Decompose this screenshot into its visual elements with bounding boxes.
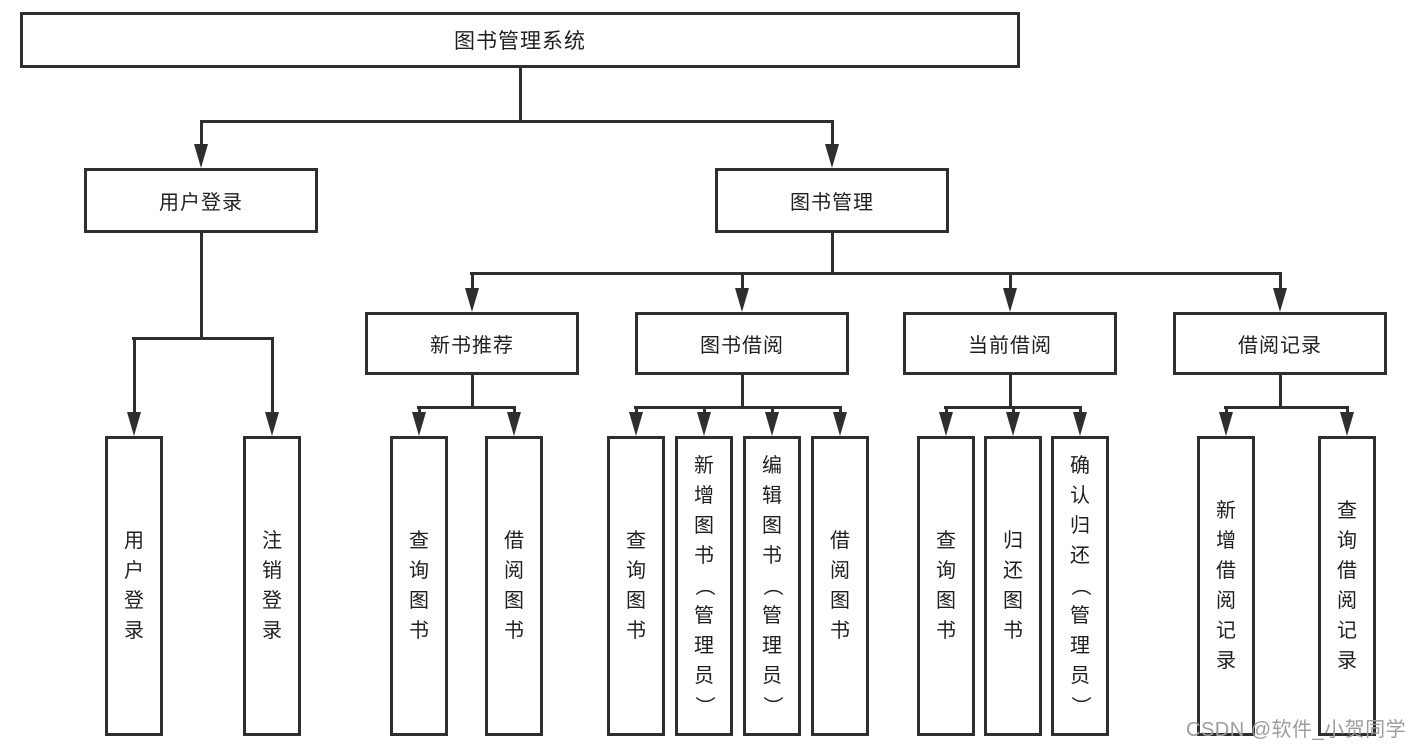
node-user-login: 用户登录 [84, 168, 318, 233]
connector-stem-leaf [1346, 406, 1349, 416]
arrow-down-icon [1219, 412, 1233, 436]
csdn-watermark: CSDN @软件_小贺同学 [1186, 719, 1405, 741]
leaf-borrow-books-recommend-label: 借阅图书 [504, 530, 524, 642]
connector-stem-leaf [635, 406, 638, 416]
arrow-down-icon [1340, 412, 1354, 436]
connector-user-login-trunk [200, 233, 203, 337]
leaf-edit-book-admin-label: 编辑图书（管理员） [761, 455, 783, 716]
node-book-borrowing: 图书借阅 [635, 312, 849, 375]
connector-stem-leaf [271, 337, 274, 416]
connector-user-login-hline [132, 337, 274, 340]
connector-stem-user-login [200, 120, 203, 150]
leaf-add-book-admin: 新增图书（管理员） [675, 436, 733, 736]
connector-recommend-hline [417, 406, 516, 409]
leaf-add-borrow-record: 新增借阅记录 [1197, 436, 1255, 736]
connector-root-trunk [519, 68, 522, 120]
leaf-query-books-recommend-label: 查询图书 [409, 530, 429, 642]
arrow-down-icon [1073, 412, 1087, 436]
connector-stem-level2 [471, 272, 474, 292]
leaf-return-books: 归还图书 [984, 436, 1042, 736]
connector-stem-level2 [741, 272, 744, 292]
leaf-add-borrow-record-label: 新增借阅记录 [1216, 500, 1236, 672]
arrow-down-icon [465, 288, 479, 312]
connector-stem-level2 [1009, 272, 1012, 292]
connector-stem-leaf [133, 337, 136, 416]
node-book-management-label: 图书管理 [790, 192, 874, 214]
leaf-query-books-current: 查询图书 [917, 436, 975, 736]
connector-stem-leaf [1012, 406, 1015, 416]
leaf-borrow-books-recommend: 借阅图书 [485, 436, 543, 736]
leaf-borrow-books-borrowing: 借阅图书 [811, 436, 869, 736]
node-book-management: 图书管理 [715, 168, 949, 233]
arrow-down-icon [1273, 288, 1287, 312]
leaf-query-borrow-record-label: 查询借阅记录 [1337, 500, 1357, 672]
arrow-down-icon [825, 144, 839, 168]
connector-stem-leaf [513, 406, 516, 416]
arrow-down-icon [507, 412, 521, 436]
connector-records-trunk [1279, 375, 1282, 406]
connector-stem-leaf [1079, 406, 1082, 416]
arrow-down-icon [1003, 288, 1017, 312]
node-user-login-label: 用户登录 [159, 192, 243, 214]
leaf-user-login-label: 用户登录 [124, 530, 144, 642]
leaf-query-books-current-label: 查询图书 [936, 530, 956, 642]
connector-stem-leaf [839, 406, 842, 416]
connector-book-management-trunk [831, 233, 834, 272]
connector-stem-leaf [771, 406, 774, 416]
connector-stem-leaf [945, 406, 948, 416]
leaf-user-login: 用户登录 [105, 436, 163, 736]
connector-records-hline [1224, 406, 1349, 409]
connector-stem-leaf [1225, 406, 1228, 416]
arrow-down-icon [265, 412, 279, 436]
connector-stem-leaf [418, 406, 421, 416]
arrow-down-icon [735, 288, 749, 312]
leaf-logout: 注销登录 [243, 436, 301, 736]
leaf-add-book-admin-label: 新增图书（管理员） [693, 455, 715, 716]
leaf-return-books-label: 归还图书 [1003, 530, 1023, 642]
leaf-logout-label: 注销登录 [262, 530, 282, 642]
leaf-query-books-borrowing: 查询图书 [607, 436, 665, 736]
connector-stem-level2 [1279, 272, 1282, 292]
connector-borrowing-trunk [741, 375, 744, 406]
connector-stem-leaf [703, 406, 706, 416]
node-book-borrowing-label: 图书借阅 [700, 335, 784, 357]
leaf-query-books-recommend: 查询图书 [390, 436, 448, 736]
leaf-edit-book-admin: 编辑图书（管理员） [743, 436, 801, 736]
node-root-system: 图书管理系统 [20, 12, 1020, 68]
node-borrowing-records-label: 借阅记录 [1238, 335, 1322, 357]
connector-recommend-trunk [471, 375, 474, 406]
connector-level1-hline [200, 120, 834, 123]
leaf-query-books-borrowing-label: 查询图书 [626, 530, 646, 642]
arrow-down-icon [1006, 412, 1020, 436]
arrow-down-icon [412, 412, 426, 436]
arrow-down-icon [697, 412, 711, 436]
arrow-down-icon [833, 412, 847, 436]
node-new-book-recommend-label: 新书推荐 [430, 335, 514, 357]
arrow-down-icon [939, 412, 953, 436]
node-root-system-label: 图书管理系统 [454, 30, 586, 53]
leaf-confirm-return-admin: 确认归还（管理员） [1051, 436, 1109, 736]
arrow-down-icon [127, 412, 141, 436]
leaf-confirm-return-admin-label: 确认归还（管理员） [1069, 455, 1091, 716]
leaf-borrow-books-borrowing-label: 借阅图书 [830, 530, 850, 642]
connector-current-trunk [1009, 375, 1012, 406]
arrow-down-icon [765, 412, 779, 436]
node-borrowing-records: 借阅记录 [1173, 312, 1387, 375]
arrow-down-icon [629, 412, 643, 436]
node-current-borrowing-label: 当前借阅 [968, 335, 1052, 357]
arrow-down-icon [194, 144, 208, 168]
connector-borrowing-hline [634, 406, 842, 409]
leaf-query-borrow-record: 查询借阅记录 [1318, 436, 1376, 736]
connector-level2-hline [470, 272, 1282, 275]
connector-stem-book-management [831, 120, 834, 150]
node-current-borrowing: 当前借阅 [903, 312, 1117, 375]
node-new-book-recommend: 新书推荐 [365, 312, 579, 375]
